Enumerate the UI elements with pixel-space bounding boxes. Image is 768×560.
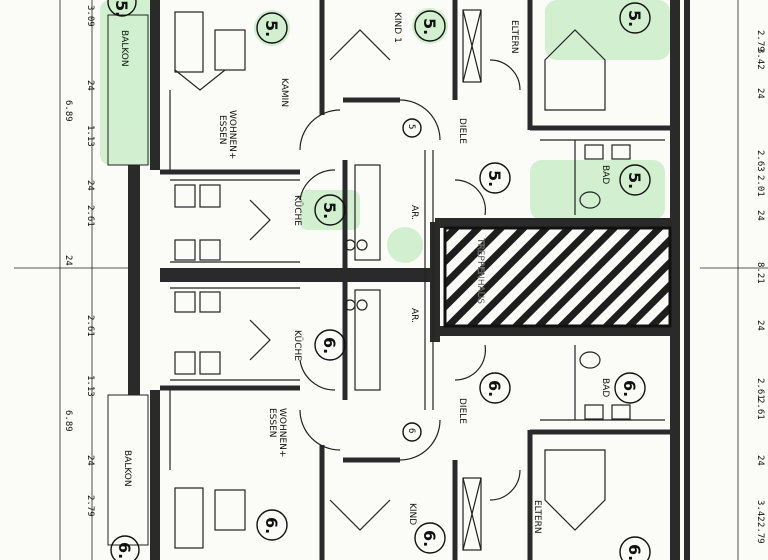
dim-right-1: 2.79 — [755, 30, 765, 52]
label-eltern-bottom: ELTERN — [532, 500, 542, 534]
unit-mark-bottom-1: 6. — [115, 542, 134, 559]
label-wohnen-top: WOHNEN+ — [227, 110, 237, 159]
room-labels-bottom: BALKON WOHNEN+ ESSEN KÜCHE AR. DIELE KIN… — [122, 308, 610, 534]
dim-left-7: 24 — [63, 255, 73, 266]
dim-left-6: 2.61 — [85, 205, 95, 227]
exterior-walls — [128, 0, 690, 560]
dim-right-9: 2.61 — [755, 378, 765, 400]
label-diele-bottom: DIELE — [457, 398, 467, 424]
unit-mark-bottom-5: 6. — [485, 380, 504, 397]
label-bad-bottom: BAD — [600, 378, 610, 397]
dim-right-5: 2.01 — [755, 175, 765, 197]
dim-left-4: 1.13 — [85, 125, 95, 147]
dim-right-4: 2.63 — [755, 150, 765, 172]
dim-right-6: 24 — [755, 210, 765, 221]
unit-mark-top-6: 5. — [625, 172, 644, 189]
dim-right-8: 24 — [755, 320, 765, 331]
unit-mark-numbers-bottom: 6. 6. 6. 6. 6. 6. 6 6. — [115, 337, 644, 560]
unit-mark-top-4: 5. — [625, 10, 644, 27]
label-balkon-bottom: BALKON — [122, 450, 132, 487]
dim-right-10: 2.61 — [755, 398, 765, 420]
dim-left-10: 6.89 — [63, 410, 73, 432]
label-kueche-top: KÜCHE — [292, 195, 303, 226]
unit-mark-bottom-4: 6. — [625, 544, 644, 560]
unit-mark-top-3: 5. — [420, 18, 439, 35]
unit-marks-bottom — [110, 329, 651, 560]
dim-left-11: 24 — [85, 455, 95, 466]
dim-right-13: 2.79 — [755, 522, 765, 544]
label-kind-top: KIND 1 — [392, 12, 402, 43]
unit-mark-bottom-8: 6. — [320, 337, 339, 354]
dim-left-3: 6.89 — [63, 100, 73, 122]
dim-right-7: 8.21 — [755, 262, 765, 284]
dimensions-left: 3.09 24 6.89 1.13 24 2.61 24 2.61 1.13 6… — [63, 5, 95, 517]
dim-right-3: 24 — [755, 88, 765, 99]
label-kueche-bottom: KÜCHE — [292, 330, 303, 361]
label-kind-bottom: KIND — [407, 503, 417, 525]
label-essen-top: ESSEN — [217, 115, 227, 145]
green-highlights — [100, 0, 670, 263]
unit-mark-bottom-6: 6. — [620, 380, 639, 397]
unit-mark-bottom-7: 6 — [406, 428, 416, 433]
room-details — [169, 9, 665, 551]
label-bad-top: BAD — [600, 165, 610, 184]
label-essen-bottom: ESSEN — [267, 408, 277, 438]
dim-left-9: 1.13 — [85, 375, 95, 397]
unit-mark-top-7: 5 — [406, 124, 416, 129]
unit-mark-top-2: 5. — [262, 20, 281, 37]
dim-left-12: 2.79 — [85, 495, 95, 517]
dim-left-2: 24 — [85, 80, 95, 91]
dim-right-12: 3.42 — [755, 500, 765, 522]
room-labels-top: BALKON WOHNEN+ ESSEN KAMIN KÜCHE AR. DIE… — [119, 12, 610, 226]
label-balkon-top: BALKON — [119, 30, 129, 67]
unit-mark-top-5: 5. — [485, 170, 504, 187]
dimensions-right: 2.79 3.42 24 2.63 2.01 24 8.21 24 2.61 2… — [755, 30, 765, 544]
label-wohnen-bottom: WOHNEN+ — [277, 408, 287, 457]
label-eltern-top: ELTERN — [509, 20, 519, 54]
unit-mark-bottom-3: 6. — [420, 530, 439, 547]
dim-left-5: 24 — [85, 180, 95, 191]
label-diele-top: DIELE — [457, 118, 467, 144]
dimension-lines — [14, 0, 768, 560]
unit-mark-top-8: 5. — [320, 202, 339, 219]
dim-right-2: 3.42 — [755, 48, 765, 70]
dim-right-11: 24 — [755, 455, 765, 466]
label-kamin-top: KAMIN — [279, 78, 289, 107]
label-ar-bottom: AR. — [409, 308, 419, 323]
label-stairwell: TREPPENHAUS — [475, 237, 485, 304]
stair-core-hatch — [443, 226, 672, 328]
unit-marks-top — [107, 0, 651, 226]
unit-mark-bottom-2: 6. — [262, 517, 281, 534]
unit-mark-numbers-top: 5. 5. 5. 5. 5. 5. 5 5. — [112, 0, 644, 219]
label-ar-top: AR. — [409, 205, 419, 220]
unit-mark-top-1: 5. — [112, 0, 131, 17]
dim-left-1: 3.09 — [85, 5, 95, 27]
dim-left-8: 2.61 — [85, 315, 95, 337]
